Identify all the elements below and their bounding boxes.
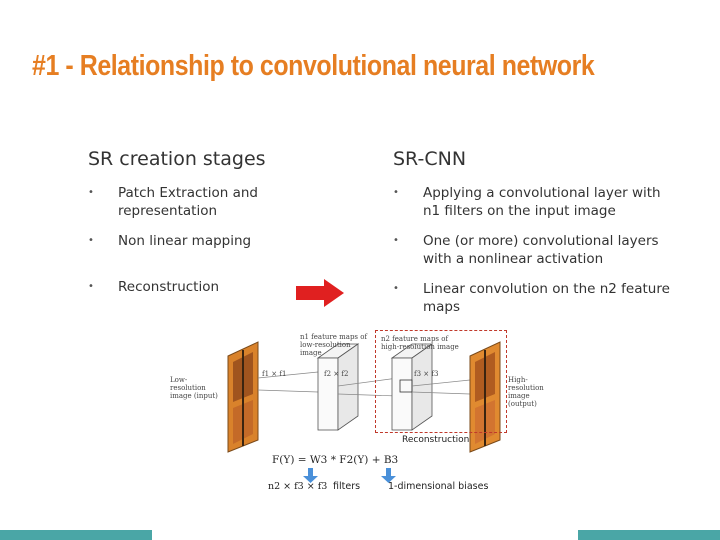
reconstruction-label: Reconstruction bbox=[402, 435, 470, 445]
reconstruction-formula: F(Y) = W3 * F2(Y) + B3 bbox=[272, 454, 399, 466]
low-feature-maps-label: n1 feature maps of low-resolution image bbox=[300, 333, 368, 357]
slide-title: #1 - Relationship to convolutional neura… bbox=[32, 50, 595, 82]
list-item-text: Applying a convolutional layer with n1 f… bbox=[423, 185, 661, 219]
list-item-text: One (or more) convolutional layers with … bbox=[423, 233, 659, 267]
list-item-text: Non linear mapping bbox=[118, 233, 252, 249]
biases-label: 1-dimensional biases bbox=[388, 481, 489, 492]
footer-gap bbox=[152, 530, 578, 540]
list-item-text: Reconstruction bbox=[118, 279, 220, 295]
bullet: • bbox=[88, 281, 94, 292]
list-item: • Patch Extraction and representation bbox=[88, 184, 308, 220]
list-item: • Applying a convolutional layer with n1 … bbox=[393, 184, 678, 220]
kernel-3-label: f3 × f3 bbox=[414, 370, 439, 378]
high-feature-maps-label: n2 feature maps of high-resolution image bbox=[381, 335, 459, 351]
filter-dimensions: n2 × f3 × f3 bbox=[268, 481, 328, 492]
list-item: • One (or more) convolutional layers with… bbox=[393, 232, 678, 268]
list-item: • Reconstruction bbox=[88, 278, 308, 296]
list-item: • Non linear mapping bbox=[88, 232, 308, 250]
list-item: • Linear convolution on the n2 feature ma… bbox=[393, 280, 678, 316]
feature-block-low bbox=[316, 343, 360, 431]
feature-block-high bbox=[390, 343, 434, 431]
bullet: • bbox=[88, 235, 94, 246]
srcnn-column: SR-CNN • Applying a convolutional layer w… bbox=[393, 148, 678, 328]
srcnn-heading: SR-CNN bbox=[393, 148, 467, 170]
list-item-text: Patch Extraction and representation bbox=[118, 185, 258, 219]
kernel-2-label: f2 × f2 bbox=[324, 370, 349, 378]
sr-stages-column: SR creation stages • Patch Extraction and… bbox=[88, 148, 308, 296]
sr-stages-heading: SR creation stages bbox=[88, 148, 266, 170]
srcnn-list: • Applying a convolutional layer with n1 … bbox=[393, 184, 678, 316]
filters-arrow-icon bbox=[303, 468, 318, 483]
bullet: • bbox=[393, 283, 399, 294]
input-image-label: Low-resolution image (input) bbox=[170, 376, 218, 400]
bullet: • bbox=[88, 187, 94, 198]
filters-label: filters bbox=[333, 481, 361, 492]
bullet: • bbox=[393, 187, 399, 198]
list-item-text: Linear convolution on the n2 feature map… bbox=[423, 281, 670, 315]
bullet: • bbox=[393, 235, 399, 246]
input-image bbox=[227, 341, 259, 453]
biases-arrow-icon bbox=[381, 468, 396, 483]
output-image bbox=[469, 341, 501, 453]
kernel-1-label: f1 × f1 bbox=[262, 370, 287, 378]
output-image-label: High-resolution image (output) bbox=[508, 376, 544, 408]
reconstruction-box bbox=[375, 330, 507, 433]
sr-stages-list: • Patch Extraction and representation • No… bbox=[88, 184, 308, 296]
right-arrow-icon bbox=[296, 279, 344, 307]
